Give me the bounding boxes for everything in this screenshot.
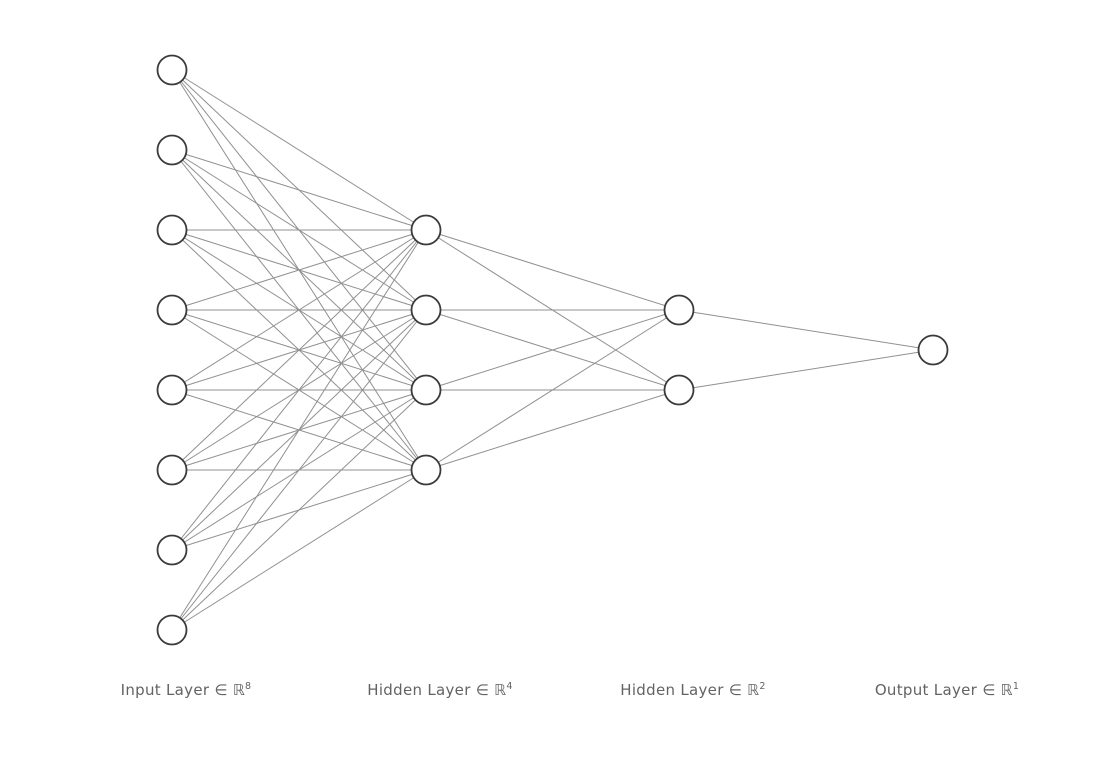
- edge-input-4-hidden1-0: [171, 229, 427, 391]
- edge-input-3-hidden1-0: [171, 229, 427, 311]
- edge-input-1-hidden1-0: [171, 149, 427, 231]
- node-input-6: [156, 534, 188, 566]
- edge-hidden2-1-output-0: [678, 349, 934, 391]
- node-input-2: [156, 214, 188, 246]
- layer-label-input: Input Layer ∈ ℝ8: [121, 681, 252, 699]
- node-hidden2-0: [663, 294, 695, 326]
- node-hidden2-1: [663, 374, 695, 406]
- edge-input-6-hidden1-0: [171, 229, 427, 551]
- edge-input-7-hidden1-2: [171, 389, 427, 631]
- edges-group: [171, 69, 934, 631]
- nodes-group: [156, 54, 949, 646]
- edge-hidden1-3-hidden2-0: [425, 309, 680, 471]
- node-hidden1-2: [410, 374, 442, 406]
- node-input-4: [156, 374, 188, 406]
- node-hidden1-0: [410, 214, 442, 246]
- node-output-0: [917, 334, 949, 366]
- labels-group: Input Layer ∈ ℝ8 Hidden Layer ∈ ℝ4 Hidde…: [121, 681, 1019, 699]
- edge-input-7-hidden1-1: [171, 309, 427, 631]
- node-input-1: [156, 134, 188, 166]
- node-input-7: [156, 614, 188, 646]
- node-input-0: [156, 54, 188, 86]
- edge-hidden1-2-hidden2-0: [425, 309, 680, 391]
- edge-input-5-hidden1-0: [171, 229, 427, 471]
- layer-label-output: Output Layer ∈ ℝ1: [875, 681, 1019, 699]
- edge-input-7-hidden1-3: [171, 469, 427, 631]
- node-input-5: [156, 454, 188, 486]
- edge-hidden1-3-hidden2-1: [425, 389, 680, 471]
- edge-hidden1-0-hidden2-0: [425, 229, 680, 311]
- edge-input-7-hidden1-0: [171, 229, 427, 631]
- node-hidden1-1: [410, 294, 442, 326]
- node-input-3: [156, 294, 188, 326]
- node-hidden1-3: [410, 454, 442, 486]
- edge-hidden2-0-output-0: [678, 309, 934, 351]
- edge-input-0-hidden1-0: [171, 69, 427, 231]
- layer-label-hidden2: Hidden Layer ∈ ℝ2: [620, 681, 765, 699]
- layer-label-hidden1: Hidden Layer ∈ ℝ4: [367, 681, 512, 699]
